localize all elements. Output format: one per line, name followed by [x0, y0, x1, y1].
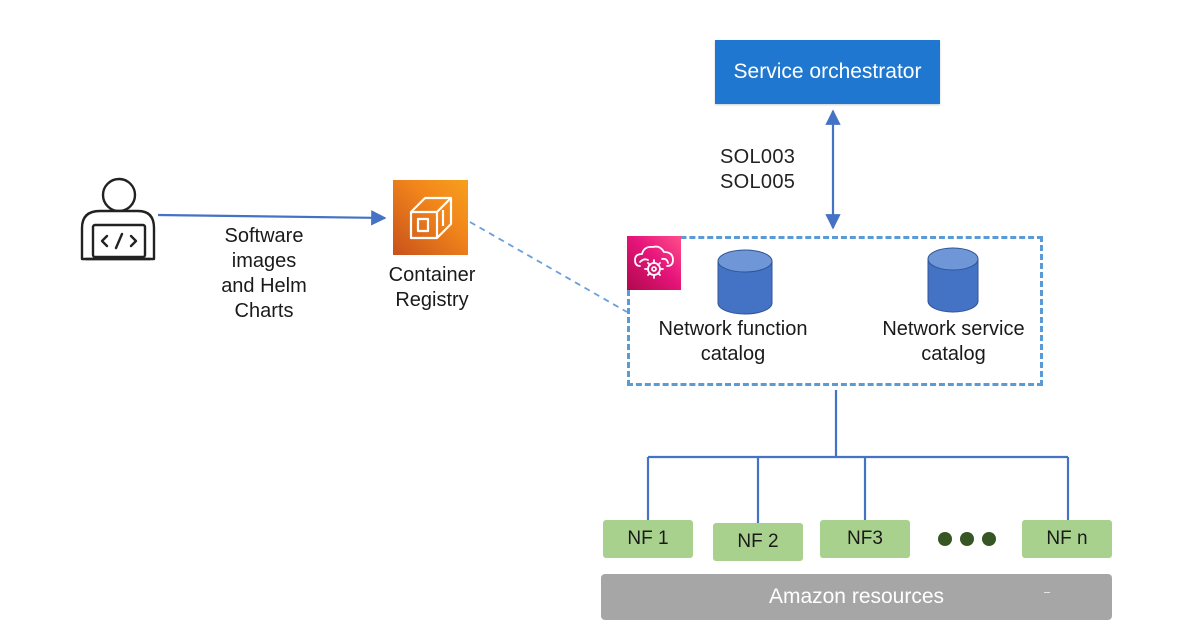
network-service-catalog-label: Network service catalog: [866, 317, 1041, 367]
artifacts-line-4: Charts: [234, 300, 294, 322]
nf-label: NF 1: [627, 528, 669, 549]
developer-laptop-icon: [80, 177, 156, 261]
amazon-resources-label: Amazon resources: [768, 585, 945, 608]
interface-label-sol003: SOL003: [720, 146, 796, 168]
network-function-box: NF 1: [603, 520, 693, 558]
ellipsis-dot: [938, 532, 952, 546]
ns-catalog-line-1: Network service: [882, 318, 1025, 340]
catalog-group: [627, 236, 1043, 386]
nf-label: NF3: [847, 528, 883, 549]
nf-catalog-line-1: Network function: [658, 318, 808, 340]
network-function-catalog-label: Network function catalog: [643, 317, 823, 367]
container-registry-icon: [393, 180, 468, 255]
amazon-resources-bar: Amazon resources: [601, 574, 1112, 620]
network-function-box: NF3: [820, 520, 910, 558]
service-orchestrator-box: Service orchestrator: [715, 40, 940, 104]
ellipsis-dot: [982, 532, 996, 546]
registry-to-catalog-link: [469, 221, 628, 313]
network-function-database-icon: [717, 249, 773, 315]
registry-label-line-1: Container: [388, 264, 476, 286]
service-orchestrator-label: Service orchestrator: [733, 60, 922, 83]
nf-distribution-tree: [646, 390, 1070, 524]
artifacts-line-3: and Helm: [221, 275, 307, 297]
developer-to-registry-arrow: [157, 210, 387, 226]
ellipsis-dot: [960, 532, 974, 546]
decorative-dash: [1044, 592, 1050, 593]
network-service-database-icon: [927, 247, 979, 313]
nf-catalog-line-2: catalog: [700, 343, 766, 365]
registry-label-line-2: Registry: [395, 289, 469, 311]
nf-label: NF n: [1046, 528, 1088, 549]
nf-label: NF 2: [737, 531, 779, 552]
ns-catalog-line-2: catalog: [921, 343, 986, 365]
telco-network-builder-icon: [627, 236, 681, 290]
container-registry-label: Container Registry: [372, 263, 492, 313]
artifacts-line-1: Software: [224, 225, 304, 247]
network-function-box: NF n: [1022, 520, 1112, 558]
network-function-box: NF 2: [713, 523, 803, 561]
artifacts-line-2: images: [231, 250, 297, 272]
more-network-functions-ellipsis: [938, 532, 996, 546]
interface-label-sol005: SOL005: [720, 171, 796, 193]
software-artifacts-label: Software images and Helm Charts: [200, 224, 328, 324]
